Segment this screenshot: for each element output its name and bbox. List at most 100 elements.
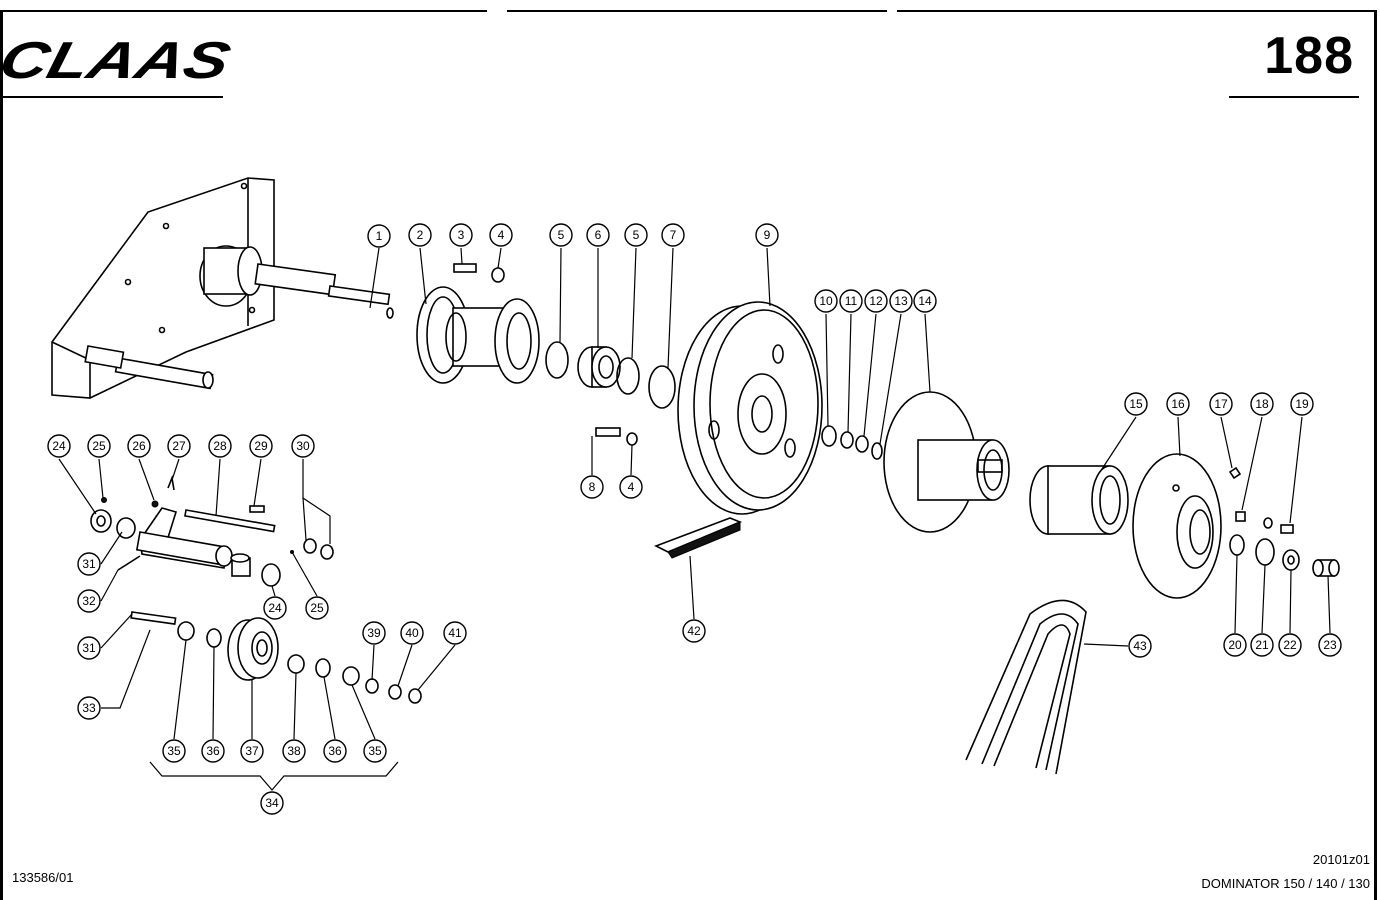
frame-top-rule-right — [897, 10, 1377, 12]
callout-35: 35 — [162, 739, 186, 763]
callout-circle — [443, 621, 467, 645]
callout-19: 19 — [1290, 392, 1314, 416]
callout-circle — [1278, 633, 1302, 657]
callout-25: 25 — [305, 596, 329, 620]
ring-36 — [315, 658, 331, 678]
callout-circle — [77, 636, 101, 660]
header-rule-right — [1229, 96, 1359, 98]
callout-label: 11 — [845, 294, 858, 308]
callout-label: 4 — [628, 480, 635, 494]
callout-circle — [323, 739, 347, 763]
callout-label: 31 — [82, 557, 96, 571]
hub-2 — [416, 286, 540, 384]
callout-label: 17 — [1214, 397, 1228, 411]
callout-circle — [449, 223, 473, 247]
callout-37: 37 — [240, 739, 264, 763]
callout-circle — [77, 696, 101, 720]
callout-label: 24 — [268, 601, 282, 615]
callout-31: 31 — [77, 636, 101, 660]
callout-label: 22 — [1283, 638, 1297, 652]
callout-circle — [77, 589, 101, 613]
drawing-number: 133586/01 — [12, 870, 74, 885]
callout-label: 42 — [687, 624, 701, 638]
callout-12: 12 — [864, 289, 888, 313]
callout-26: 26 — [127, 434, 151, 458]
callout-4: 4 — [489, 223, 513, 247]
callout-label: 35 — [368, 744, 382, 758]
claas-logo: CLAAS — [0, 32, 236, 90]
callout-21: 21 — [1250, 633, 1274, 657]
circlip-5b — [616, 357, 640, 395]
callout-42: 42 — [682, 619, 706, 643]
callout-label: 30 — [296, 439, 310, 453]
callout-label: 37 — [245, 744, 259, 758]
callout-label: 5 — [558, 228, 565, 242]
v-belt-section-42 — [654, 517, 743, 559]
callout-label: 5 — [633, 228, 640, 242]
bolt-3 — [453, 263, 477, 273]
callout-6: 6 — [586, 223, 610, 247]
callout-4: 4 — [619, 475, 643, 499]
idler-pulley-37 — [227, 617, 279, 681]
callout-9: 9 — [755, 223, 779, 247]
callout-label: 41 — [448, 626, 462, 640]
callout-label: 7 — [670, 228, 677, 242]
callout-36: 36 — [323, 739, 347, 763]
page-number: 188 — [1264, 27, 1354, 85]
callout-2: 2 — [408, 223, 432, 247]
callout-label: 6 — [595, 228, 602, 242]
callout-circle — [47, 434, 71, 458]
bearing-6 — [577, 346, 621, 388]
leader-lines — [58, 247, 1331, 791]
frame-left-rule — [0, 10, 3, 900]
ring-11 — [840, 431, 854, 449]
sleeve-15 — [1029, 465, 1129, 535]
callout-15: 15 — [1124, 392, 1148, 416]
washer-4b — [626, 432, 638, 446]
callout-40: 40 — [400, 621, 424, 645]
callout-23: 23 — [1318, 633, 1342, 657]
bearing-35 — [342, 666, 360, 686]
circlip-13 — [871, 442, 883, 460]
callout-label: 19 — [1295, 397, 1309, 411]
callout-label: 34 — [265, 796, 279, 810]
callout-label: 20 — [1228, 638, 1242, 652]
tension-arm-assembly — [90, 475, 334, 648]
pulley-half-14 — [883, 391, 1010, 533]
key-17 — [1228, 466, 1242, 480]
callout-label: 3 — [458, 228, 465, 242]
washer-22 — [1282, 549, 1300, 571]
header-rule-left — [3, 96, 223, 98]
callout-label: 26 — [132, 439, 146, 453]
bushing-23 — [1312, 559, 1340, 577]
frame-top-rule-left — [0, 10, 487, 12]
callout-22: 22 — [1278, 633, 1302, 657]
callout-24: 24 — [47, 434, 71, 458]
callout-7: 7 — [661, 223, 685, 247]
callout-circle — [839, 289, 863, 313]
washer-39 — [365, 678, 379, 694]
callout-5: 5 — [549, 223, 573, 247]
callout-label: 16 — [1171, 397, 1185, 411]
callout-32: 32 — [77, 589, 101, 613]
callout-10: 10 — [814, 289, 838, 313]
callout-label: 32 — [82, 594, 96, 608]
callout-label: 8 — [589, 480, 596, 494]
callout-circle — [363, 739, 387, 763]
callout-35: 35 — [363, 739, 387, 763]
callout-circle — [913, 289, 937, 313]
callout-circle — [1124, 392, 1148, 416]
callout-circle — [408, 223, 432, 247]
callout-circle — [1318, 633, 1342, 657]
callout-label: 23 — [1323, 638, 1337, 652]
callout-3: 3 — [449, 223, 473, 247]
callout-circle — [586, 223, 610, 247]
callout-28: 28 — [208, 434, 232, 458]
model-list: DOMINATOR 150 / 140 / 130 — [1201, 876, 1370, 891]
callout-circle — [661, 223, 685, 247]
callout-27: 27 — [167, 434, 191, 458]
callout-circle — [864, 289, 888, 313]
callout-43: 43 — [1128, 634, 1152, 658]
callout-label: 43 — [1133, 639, 1147, 653]
